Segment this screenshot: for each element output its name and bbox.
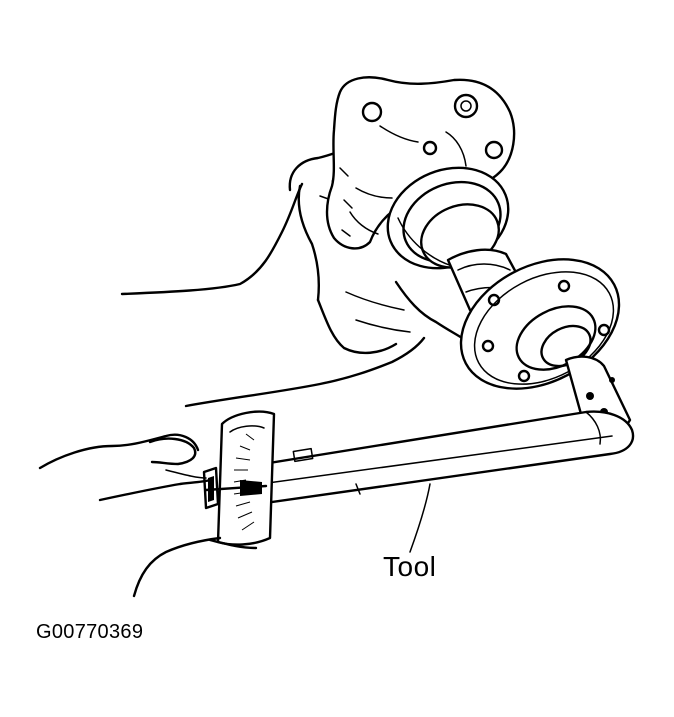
- upper-hand: [120, 146, 464, 408]
- lower-hand: [38, 433, 258, 598]
- figure-id: G00770369: [36, 621, 144, 643]
- torque-wrench-dial: [202, 410, 276, 546]
- bearing-collar: [386, 166, 510, 270]
- tool-bar: [236, 410, 635, 508]
- tool-leader-line: [409, 483, 431, 553]
- tool-callout-label: Tool: [383, 551, 437, 582]
- gear-housing: [325, 76, 516, 250]
